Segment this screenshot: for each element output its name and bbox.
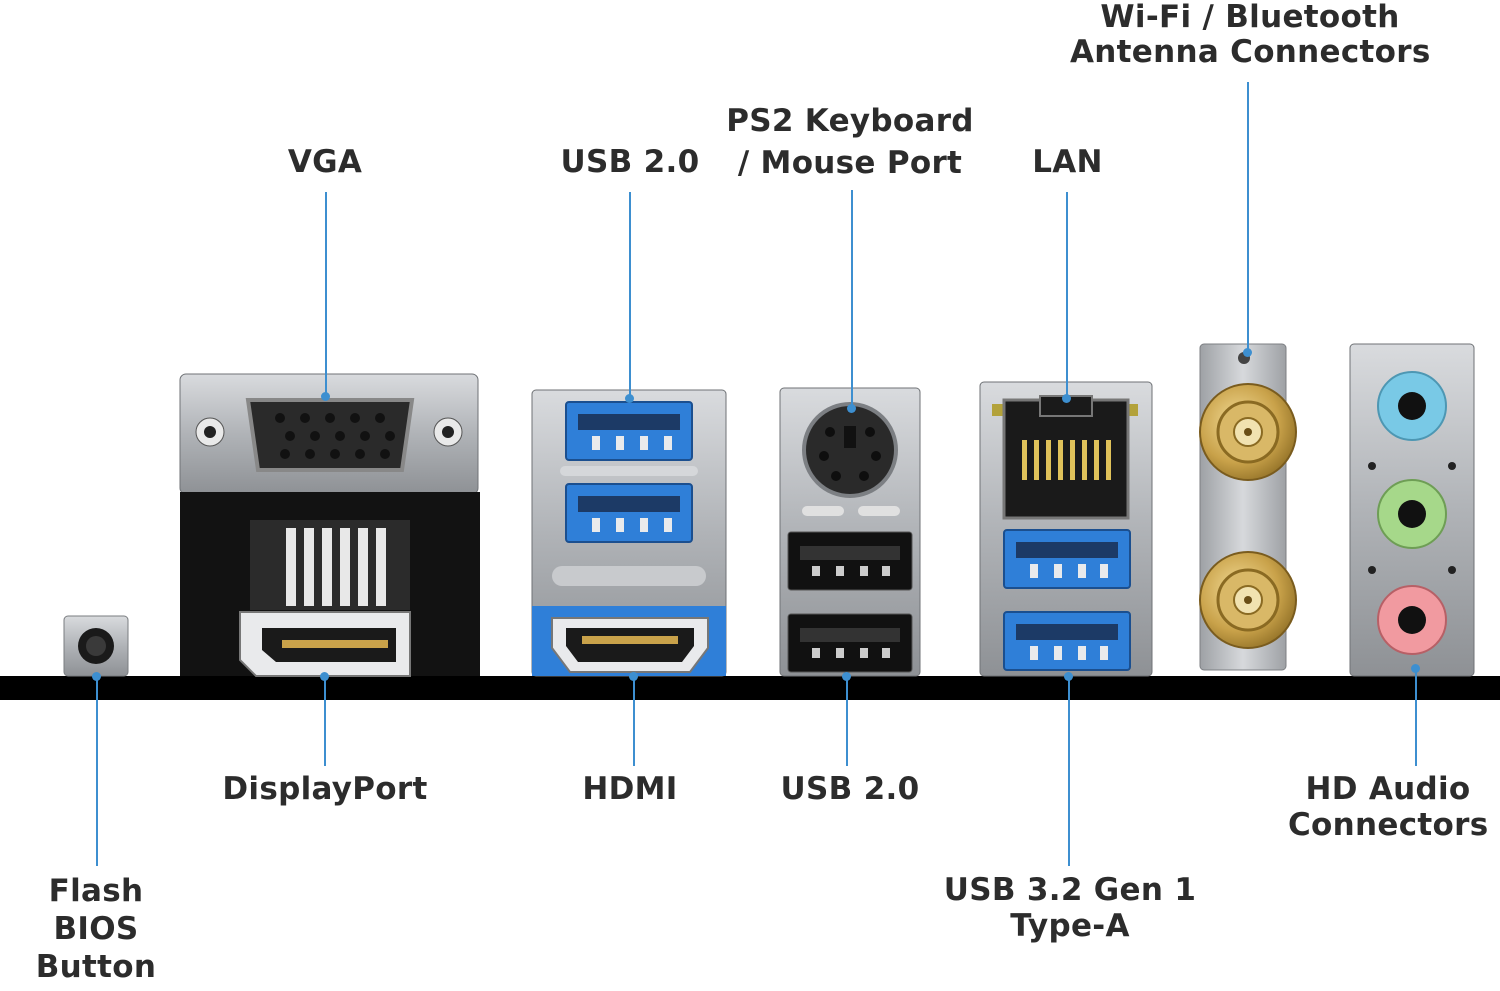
leader-dot [1411,664,1420,673]
label-displayport: DisplayPort [222,771,428,807]
leader-flash-bios [96,676,98,866]
label-hd-audio: HD Audio Connectors [1288,771,1489,843]
antenna-connector-icon [1199,343,1297,671]
leader-hdmi [633,676,635,766]
leader-dot [629,672,638,681]
usb-port-icon [531,389,727,677]
motherboard-edge [0,676,1500,700]
leader-dot [847,404,856,413]
label-hdmi: HDMI [582,771,678,807]
displayport-icon [239,611,411,677]
leader-vga [325,192,327,396]
hdmi-port-icon [532,606,726,676]
leader-dot [842,672,851,681]
leader-dot [320,672,329,681]
leader-dot [1064,672,1073,681]
leader-dot [321,392,330,401]
label-lan: LAN [1032,144,1103,180]
label-usb20-bottom: USB 2.0 [780,771,920,807]
label-usb20-top: USB 2.0 [560,144,700,180]
label-flash-bios: Flash BIOS Button [35,873,157,985]
vga-port-icon [179,373,480,676]
leader-usb20-top [629,192,631,398]
usb-port-icon [1003,529,1131,671]
label-usb32: USB 3.2 Gen 1 Type-A [943,872,1197,944]
leader-dot [625,394,634,403]
ps2-port-icon [779,387,921,677]
leader-usb20-bottom [846,676,848,766]
leader-wifi [1247,82,1249,352]
leader-dot [1062,394,1071,403]
label-ps2: PS2 Keyboard / Mouse Port [726,103,974,181]
leader-hd-audio [1415,668,1417,766]
leader-ps2 [851,190,853,408]
leader-displayport [324,676,326,766]
leader-lan [1066,192,1068,398]
leader-dot [92,672,101,681]
leader-usb32 [1068,676,1070,866]
leader-dot [1243,348,1252,357]
flash-button-icon [63,615,129,677]
audio-jack-icon [1349,343,1475,677]
label-wifi: Wi-Fi / Bluetooth Antenna Connectors [1070,0,1431,70]
label-vga: VGA [287,144,363,180]
